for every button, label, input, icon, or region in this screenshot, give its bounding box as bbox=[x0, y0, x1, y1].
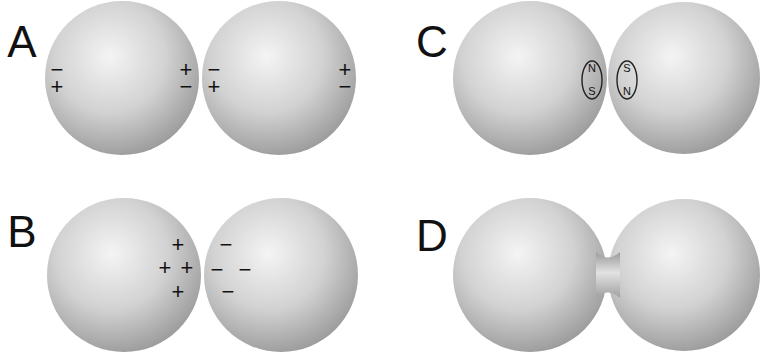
liquid-bridge bbox=[596, 252, 620, 298]
sphere bbox=[202, 1, 356, 155]
pole-letter: S bbox=[588, 86, 595, 97]
panel-letter: B bbox=[7, 210, 36, 254]
sphere bbox=[453, 1, 607, 155]
pole-letter: N bbox=[623, 86, 631, 97]
pole-letter: N bbox=[588, 63, 596, 74]
charge-sign: − bbox=[239, 259, 252, 281]
charge-sign: − bbox=[180, 76, 193, 98]
charge-sign: + bbox=[172, 281, 185, 303]
charge-sign: + bbox=[159, 257, 172, 279]
sphere bbox=[453, 198, 607, 352]
charge-sign: + bbox=[181, 257, 194, 279]
charge-sign: + bbox=[208, 76, 221, 98]
charge-sign: − bbox=[222, 281, 235, 303]
charge-sign: + bbox=[172, 234, 185, 256]
charge-sign: − bbox=[220, 234, 233, 256]
sphere bbox=[45, 1, 199, 155]
charge-sign: − bbox=[211, 259, 224, 281]
panel-letter: C bbox=[416, 20, 448, 64]
panel-letter: A bbox=[7, 20, 36, 64]
magnet-ellipse-line bbox=[582, 61, 602, 99]
sphere bbox=[204, 198, 358, 352]
magnet-ellipse: NS bbox=[581, 60, 603, 100]
sphere bbox=[47, 198, 201, 352]
panel-letter: D bbox=[416, 214, 448, 258]
pole-letter: S bbox=[623, 63, 630, 74]
sphere bbox=[608, 2, 760, 154]
magnet-ellipse: SN bbox=[616, 60, 638, 100]
sphere bbox=[608, 199, 760, 351]
charge-sign: − bbox=[339, 76, 352, 98]
magnet-ellipse-line bbox=[617, 61, 637, 99]
magnet-poles: NS bbox=[581, 60, 603, 100]
charge-sign: + bbox=[51, 76, 64, 98]
magnet-poles: SN bbox=[616, 60, 638, 100]
